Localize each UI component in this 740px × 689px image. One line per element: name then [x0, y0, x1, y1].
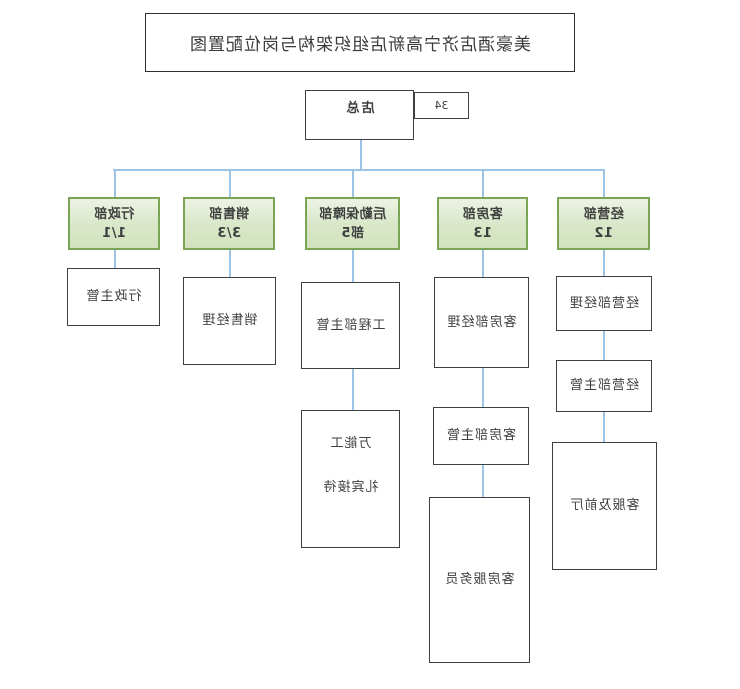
- dept-node-operations: 经营部 12: [557, 197, 650, 250]
- dept-count: 部5: [340, 225, 365, 241]
- connector-line: [352, 250, 354, 282]
- connector-line: [603, 170, 605, 197]
- root-headcount-box: 34: [414, 92, 469, 119]
- root-headcount: 34: [434, 99, 449, 112]
- position-label: 万能工: [329, 436, 372, 451]
- connector-line: [229, 170, 231, 197]
- dept-label: 后勤保障部: [318, 206, 387, 222]
- connector-line: [482, 250, 484, 277]
- position-label: 客房部经理: [446, 314, 517, 330]
- connector-line: [482, 170, 484, 197]
- position-label: 行政主管: [85, 289, 142, 304]
- position-label: 经营部主管: [569, 378, 640, 393]
- dept-label: 行政部: [93, 206, 135, 222]
- dept-label: 客房部: [462, 206, 503, 222]
- dept-node-logistics: 后勤保障部 部5: [305, 197, 400, 250]
- root-node-general-manager: 店总: [305, 90, 414, 140]
- dept-count: 12: [593, 225, 614, 241]
- root-label: 店总: [344, 101, 375, 116]
- connector-line: [603, 250, 605, 276]
- connector-line: [229, 250, 231, 277]
- connector-line: [114, 250, 116, 268]
- connector-line: [352, 369, 354, 410]
- dept-count: 3/3: [216, 225, 242, 241]
- chart-title: 美豪酒店济宁高新店组织架构与岗位配置图: [189, 35, 531, 55]
- dept-count: 1/1: [101, 225, 127, 241]
- connector-line: [482, 465, 484, 497]
- position-label: 经营部经理: [569, 295, 640, 311]
- position-node-room-attendant: 客房服务员: [429, 497, 530, 663]
- position-label: 客房部主管: [446, 428, 517, 443]
- position-label: 销售经理: [201, 313, 258, 328]
- position-node-ops-supervisor: 经营部主管: [556, 360, 652, 412]
- position-node-housekeeping-manager: 客房部经理: [434, 277, 529, 368]
- dept-node-sales: 销售部 3/3: [183, 197, 275, 250]
- position-node-housekeeping-supervisor: 客房部主管: [433, 407, 529, 465]
- position-node-engineering-supervisor: 工程部主管: [301, 282, 400, 369]
- connector-line: [113, 169, 605, 171]
- dept-node-housekeeping: 客房部 13: [437, 197, 528, 250]
- position-node-ops-manager: 经营部经理: [556, 276, 652, 331]
- position-node-service-front-desk: 客服及前厅: [552, 442, 657, 570]
- dept-label: 经营部: [583, 206, 624, 222]
- connector-line: [482, 368, 484, 407]
- dept-label: 销售部: [208, 206, 250, 222]
- connector-line: [360, 140, 362, 170]
- dept-node-admin: 行政部 1/1: [68, 197, 160, 250]
- position-node-handyman-concierge: 万能工 礼宾接待: [301, 410, 400, 548]
- position-node-sales-manager: 销售经理: [183, 277, 276, 365]
- position-label: 礼宾接待: [322, 480, 379, 495]
- connector-line: [352, 170, 354, 197]
- position-label: 客服及前厅: [569, 498, 640, 513]
- chart-title-box: 美豪酒店济宁高新店组织架构与岗位配置图: [145, 13, 575, 72]
- position-label: 客房服务员: [444, 572, 515, 587]
- position-node-admin-supervisor: 行政主管: [67, 268, 160, 326]
- connector-line: [603, 331, 605, 360]
- dept-count: 13: [472, 225, 493, 241]
- connector-line: [603, 412, 605, 442]
- position-label: 工程部主管: [315, 317, 386, 333]
- connector-line: [114, 170, 116, 197]
